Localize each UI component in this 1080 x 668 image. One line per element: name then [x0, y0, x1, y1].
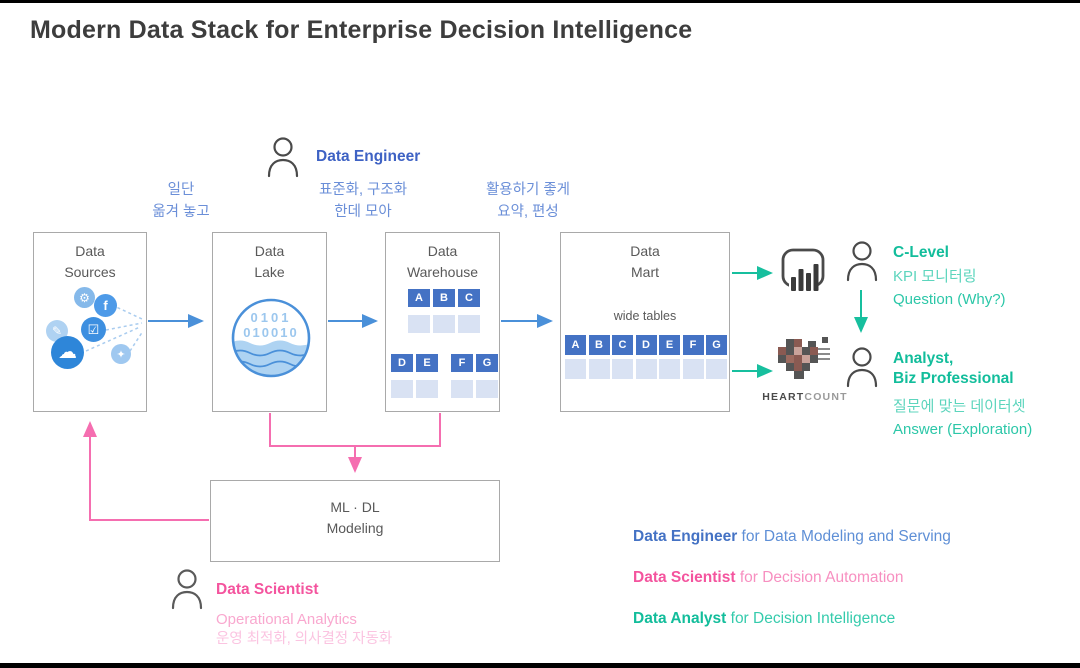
heartcount-logo-icon [778, 337, 830, 379]
salesforce-cloud-icon: ☁ [51, 336, 84, 369]
gear-icon: ⚙ [74, 287, 95, 308]
shopify-bag-icon: ✦ [111, 344, 131, 364]
analyst-sub2: Answer (Exploration) [893, 421, 1033, 438]
dw-table2-headers: D E F G [391, 354, 501, 372]
checkbox-icon: ☑ [81, 317, 106, 342]
data-engineer-label: Data Engineer [316, 148, 421, 165]
c-level-label: C-Level [893, 244, 949, 261]
data-scientist-sub1: Operational Analytics [216, 611, 357, 628]
analyst-sub1: 질문에 맞는 데이터셋 [893, 398, 1026, 415]
connector-lake-warehouse-down [269, 413, 441, 447]
svg-text:010010: 010010 [243, 325, 298, 340]
wide-tables-caption: wide tables [613, 309, 677, 323]
dw-table1-row [408, 315, 483, 333]
dm-row [565, 359, 730, 379]
data-scientist-sub2: 운영 최적화, 의사결정 자동화 [216, 631, 393, 647]
legend-data-scientist: Data Scientist for Decision Automation [633, 569, 904, 587]
dm-headers: A B C D E F G [565, 335, 730, 355]
data-lake-icon: 0101 010010 [231, 298, 311, 378]
data-scientist-label: Data Scientist [216, 581, 319, 598]
role-legend: Data Engineer for Data Modeling and Serv… [633, 522, 951, 646]
bottom-edge [0, 663, 1080, 668]
dw-table2-row [391, 380, 501, 398]
top-edge [0, 0, 1080, 3]
analyst-person-icon [846, 347, 878, 388]
facebook-icon: f [94, 294, 117, 317]
data-engineer-person-icon [267, 137, 299, 178]
power-bi-icon [781, 248, 825, 292]
dw-table1-headers: A B C [408, 289, 483, 307]
c-level-person-icon [846, 241, 878, 282]
heartcount-wordmark: HEARTCOUNT [762, 391, 848, 403]
c-level-sub1: KPI 모니터링 [893, 268, 977, 285]
svg-text:0101: 0101 [251, 310, 292, 325]
data-scientist-person-icon [171, 569, 203, 610]
arrow-mldl-to-sources [83, 421, 209, 521]
c-level-sub2: Question (Why?) [893, 291, 1006, 308]
legend-data-analyst: Data Analyst for Decision Intelligence [633, 610, 896, 628]
analyst-label: Analyst,Biz Professional [893, 350, 1014, 388]
legend-data-engineer: Data Engineer for Data Modeling and Serv… [633, 528, 951, 545]
page-title: Modern Data Stack for Enterprise Decisio… [30, 16, 693, 44]
